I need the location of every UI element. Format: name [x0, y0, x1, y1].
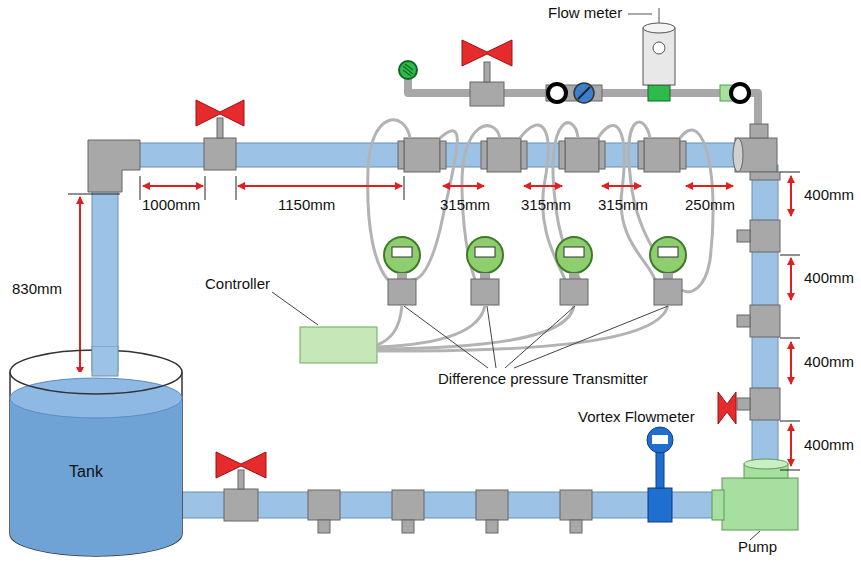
dimension: 1000mm	[142, 196, 200, 213]
component-label: Pump	[738, 538, 777, 555]
dimension: 1150mm	[278, 196, 335, 213]
dimension: 400mm	[804, 186, 854, 203]
tank-outline	[6, 346, 186, 558]
component-label: Difference pressure Transmitter	[438, 370, 648, 387]
component-label: Controller	[205, 275, 270, 292]
dimension: 830mm	[12, 280, 62, 297]
dimension: 250mm	[685, 196, 735, 213]
dimension: 315mm	[521, 196, 571, 213]
component-label: Flow meter	[548, 4, 622, 21]
component-label: Vortex Flowmeter	[578, 408, 695, 425]
dimension: 400mm	[804, 436, 854, 453]
dimension: 315mm	[440, 196, 490, 213]
dimension: 400mm	[804, 269, 854, 286]
tank-label: Tank	[69, 463, 103, 481]
dimension: 315mm	[598, 196, 648, 213]
dimension: 400mm	[804, 353, 854, 370]
tank: Tank	[6, 346, 186, 558]
